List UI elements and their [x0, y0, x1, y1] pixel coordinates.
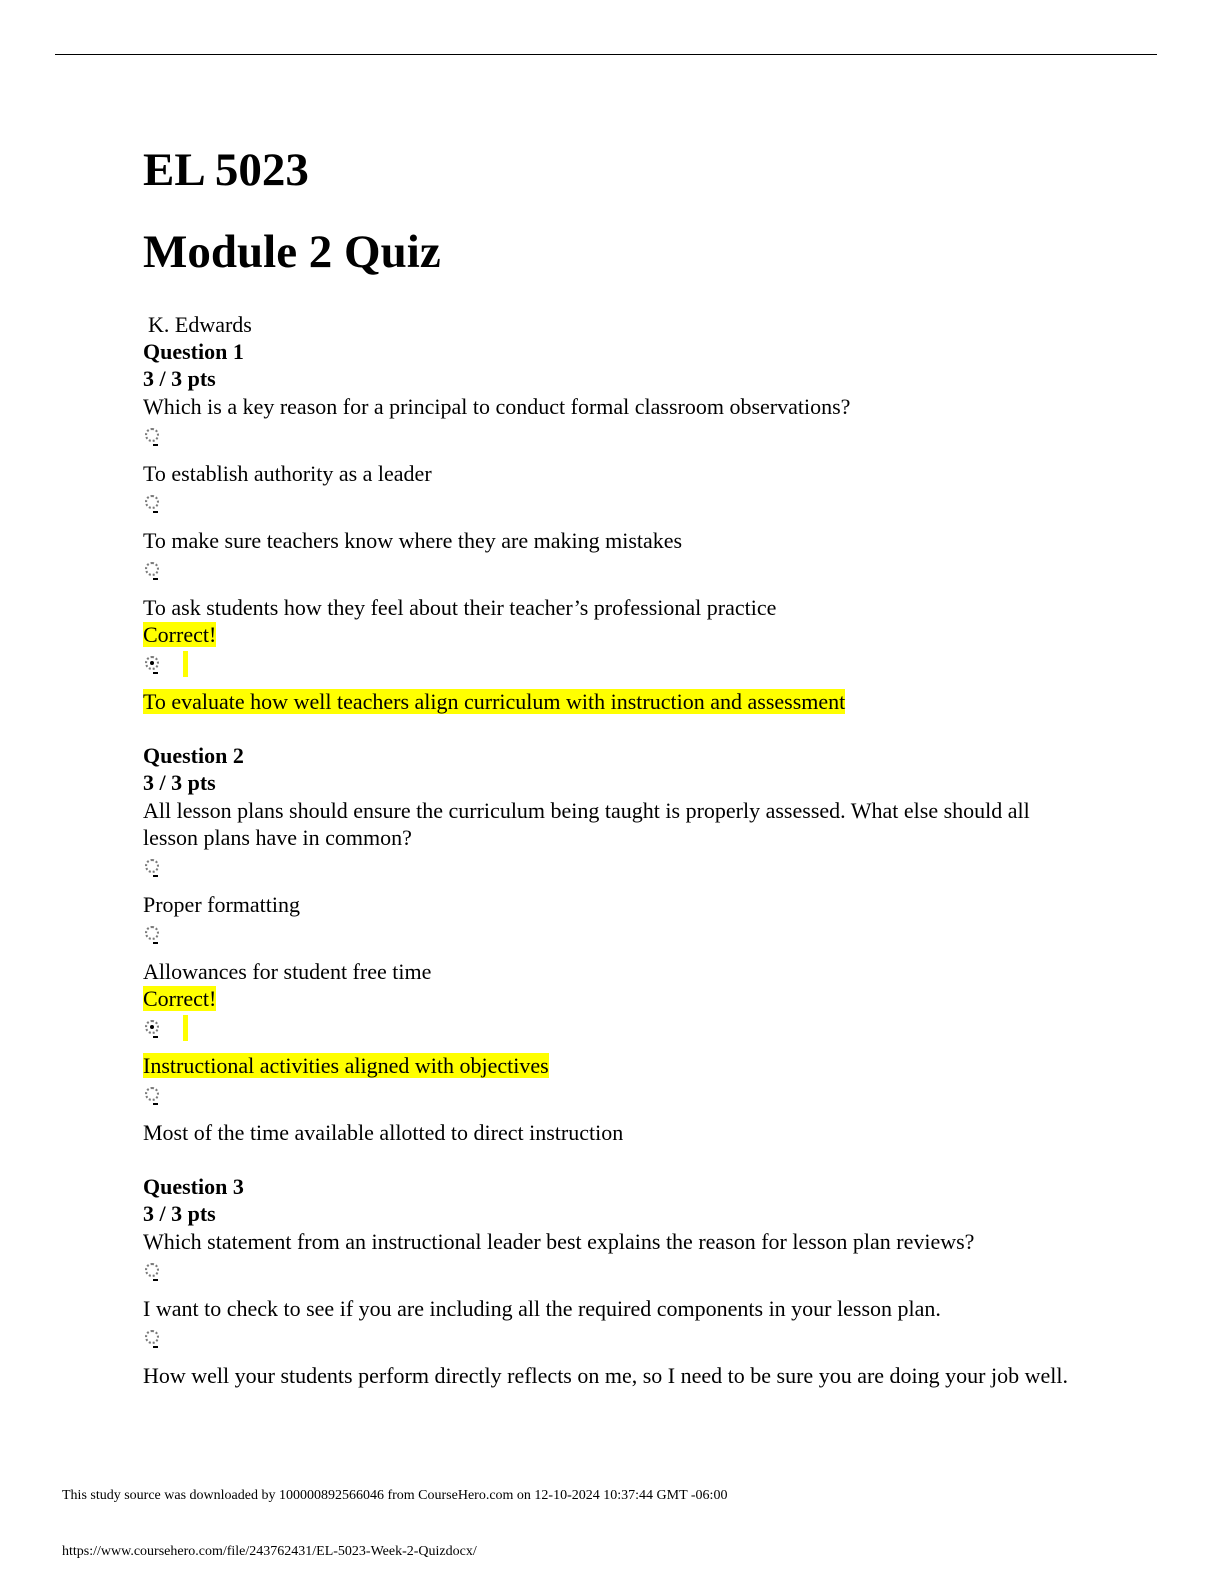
- question-spacer: [143, 1146, 1083, 1173]
- radio-selected-icon[interactable]: [145, 1020, 159, 1038]
- answer-option-text: Proper formatting: [143, 892, 301, 917]
- radio-unselected-icon[interactable]: [145, 1263, 159, 1281]
- course-code-title: EL 5023: [143, 144, 309, 196]
- download-source-note: This study source was downloaded by 1000…: [62, 1488, 728, 1503]
- answer-option[interactable]: To evaluate how well teachers align curr…: [143, 688, 1083, 715]
- correct-label-text: Correct!: [143, 622, 217, 647]
- answer-option[interactable]: To make sure teachers know where they ar…: [143, 527, 1083, 554]
- radio-unselected-icon[interactable]: [145, 859, 159, 877]
- answer-option[interactable]: Allowances for student free time: [143, 958, 1083, 985]
- question-prompt: All lesson plans should ensure the curri…: [143, 798, 1030, 850]
- author-name: K. Edwards: [148, 312, 252, 337]
- answer-option[interactable]: Proper formatting: [143, 891, 1083, 918]
- answer-option-text: How well your students perform directly …: [143, 1363, 1068, 1388]
- correct-label-text: Correct!: [143, 986, 217, 1011]
- answer-radio-row: [143, 1079, 1083, 1119]
- radio-unselected-icon[interactable]: [145, 495, 159, 513]
- answer-radio-row: [143, 487, 1083, 527]
- question-heading: Question 3: [143, 1174, 244, 1199]
- answer-option-text: To establish authority as a leader: [143, 461, 432, 486]
- quiz-title: Module 2 Quiz: [143, 226, 441, 278]
- question-heading: Question 2: [143, 743, 244, 768]
- radio-unselected-icon[interactable]: [145, 562, 159, 580]
- answer-radio-row: [143, 420, 1083, 460]
- answer-option[interactable]: To ask students how they feel about thei…: [143, 594, 1083, 621]
- radio-unselected-icon[interactable]: [145, 926, 159, 944]
- question-prompt: Which is a key reason for a principal to…: [143, 394, 851, 419]
- answer-radio-row: [143, 648, 1083, 688]
- answer-option-text: To make sure teachers know where they ar…: [143, 528, 683, 553]
- answer-radio-row: [143, 851, 1083, 891]
- question-points: 3 / 3 pts: [143, 770, 216, 795]
- correct-label: Correct!: [143, 985, 1083, 1012]
- answer-option[interactable]: How well your students perform directly …: [143, 1362, 1083, 1389]
- answer-option[interactable]: I want to check to see if you are includ…: [143, 1295, 1083, 1322]
- question-prompt: Which statement from an instructional le…: [143, 1229, 975, 1254]
- answer-radio-row: [143, 918, 1083, 958]
- answer-option-text: Allowances for student free time: [143, 959, 432, 984]
- answer-radio-row: [143, 1322, 1083, 1362]
- answer-option-text: I want to check to see if you are includ…: [143, 1296, 941, 1321]
- top-rule: [55, 54, 1157, 55]
- radio-selected-icon[interactable]: [145, 656, 159, 674]
- answer-option-text: To ask students how they feel about thei…: [143, 595, 777, 620]
- radio-unselected-icon[interactable]: [145, 1330, 159, 1348]
- question-points: 3 / 3 pts: [143, 1201, 216, 1226]
- answer-radio-row: [143, 1255, 1083, 1295]
- radio-unselected-icon[interactable]: [145, 1087, 159, 1105]
- highlight-marker: [183, 1015, 188, 1041]
- answer-option[interactable]: Most of the time available allotted to d…: [143, 1119, 1083, 1146]
- correct-label: Correct!: [143, 621, 1083, 648]
- quiz-document: EL 5023 Module 2 Quiz K. Edwards Questio…: [143, 140, 1083, 1389]
- answer-option-text: Instructional activities aligned with ob…: [143, 1053, 549, 1078]
- answer-radio-row: [143, 1012, 1083, 1052]
- highlight-marker: [183, 651, 188, 677]
- answer-radio-row: [143, 554, 1083, 594]
- answer-option[interactable]: Instructional activities aligned with ob…: [143, 1052, 1083, 1079]
- answer-option[interactable]: To establish authority as a leader: [143, 460, 1083, 487]
- question-spacer: [143, 715, 1083, 742]
- question-heading: Question 1: [143, 339, 244, 364]
- question-points: 3 / 3 pts: [143, 366, 216, 391]
- answer-option-text: To evaluate how well teachers align curr…: [143, 689, 846, 714]
- radio-unselected-icon[interactable]: [145, 428, 159, 446]
- answer-option-text: Most of the time available allotted to d…: [143, 1120, 624, 1145]
- source-url: https://www.coursehero.com/file/24376243…: [62, 1544, 477, 1559]
